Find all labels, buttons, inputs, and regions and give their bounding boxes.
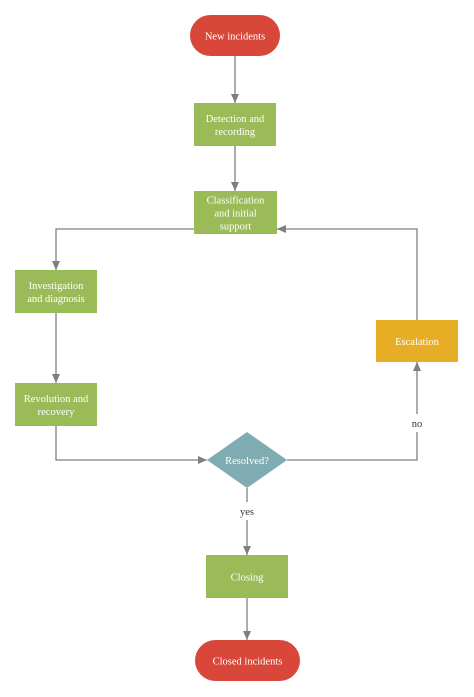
edge-resolved-to-escalation bbox=[287, 362, 421, 461]
node-closing[interactable]: Closing bbox=[206, 555, 288, 598]
node-label-line: Classification bbox=[207, 196, 265, 207]
node-label: Closing bbox=[231, 573, 264, 584]
process-shape bbox=[194, 103, 276, 146]
node-revolution-and-recovery[interactable]: Revolution and recovery bbox=[15, 383, 97, 426]
node-label-line: Revolution and bbox=[24, 394, 89, 405]
terminal-shape bbox=[195, 640, 300, 681]
process-shape bbox=[206, 555, 288, 598]
node-label: New incidents bbox=[205, 32, 265, 43]
node-label-line: Escalation bbox=[395, 337, 439, 348]
process-shape bbox=[15, 383, 97, 426]
node-label-line: New incidents bbox=[205, 32, 265, 43]
edge-label-yes: yes bbox=[233, 502, 261, 520]
node-investigation-and-diagnosis[interactable]: Investigation and diagnosis bbox=[15, 270, 97, 313]
edge-revolution-to-resolved bbox=[55, 426, 207, 464]
edge-label-no-text: no bbox=[412, 419, 423, 430]
node-label: Escalation bbox=[395, 337, 439, 348]
node-escalation[interactable]: Escalation bbox=[376, 320, 458, 362]
edge-label-yes-text: yes bbox=[240, 507, 254, 518]
decision-shape bbox=[207, 432, 287, 488]
node-label: Resolved? bbox=[225, 456, 269, 467]
node-label-line: Closed incidents bbox=[213, 657, 283, 668]
node-closed-incidents[interactable]: Closed incidents bbox=[195, 640, 300, 681]
escalation-shape bbox=[376, 320, 458, 362]
process-shape bbox=[15, 270, 97, 313]
node-label-line: and initial bbox=[214, 209, 256, 220]
edge-classification-to-investigation bbox=[52, 228, 194, 270]
edge-escalation-to-classification bbox=[277, 225, 418, 320]
process-shape bbox=[194, 191, 277, 234]
node-resolved-decision[interactable]: Resolved? bbox=[207, 432, 287, 488]
node-label: Investigation and diagnosis bbox=[27, 281, 84, 305]
node-label-line: Investigation bbox=[29, 281, 85, 292]
node-label-line: and diagnosis bbox=[27, 294, 84, 305]
node-new-incidents[interactable]: New incidents bbox=[190, 15, 280, 56]
node-label: Classification and initial support bbox=[207, 196, 265, 233]
node-label-line: support bbox=[220, 222, 252, 233]
terminal-shape bbox=[190, 15, 280, 56]
node-label-line: recording bbox=[215, 127, 256, 138]
node-label-line: Detection and bbox=[206, 114, 265, 125]
node-label: Closed incidents bbox=[213, 657, 283, 668]
node-detection-and-recording[interactable]: Detection and recording bbox=[194, 103, 276, 146]
node-label-line: Resolved? bbox=[225, 456, 269, 467]
edge-label-no: no bbox=[404, 414, 430, 432]
connectors bbox=[52, 56, 421, 640]
node-classification-and-initial-support[interactable]: Classification and initial support bbox=[194, 191, 277, 234]
node-label: Detection and recording bbox=[206, 114, 265, 138]
node-label: Revolution and recovery bbox=[24, 394, 89, 418]
node-label-line: Closing bbox=[231, 573, 264, 584]
node-label-line: recovery bbox=[38, 407, 75, 418]
